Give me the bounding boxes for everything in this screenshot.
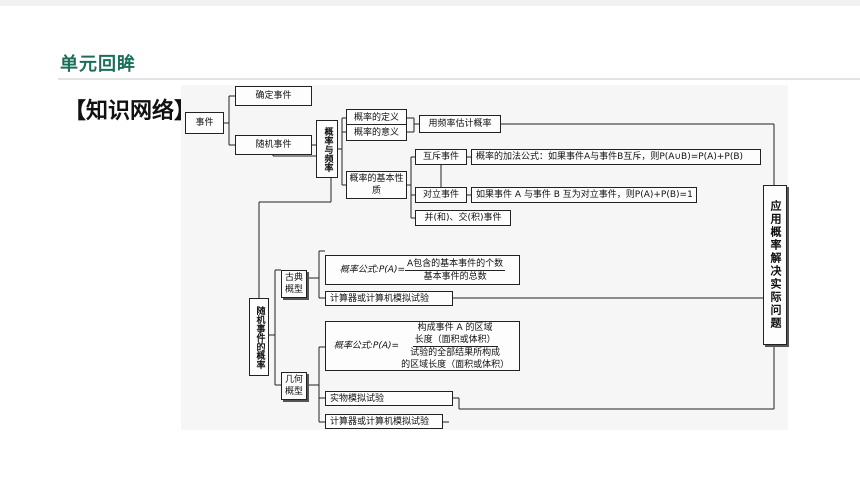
classical-formula-box: 概率公式:P(A)= A包含的基本事件的个数 基本事件的总数 (325, 255, 520, 285)
geometric-numerator-line-2: 长度（面积或体积） (414, 334, 496, 345)
mutually-exclusive-box: 互斥事件 (415, 149, 467, 165)
section-divider (58, 78, 860, 80)
physical-simulation-box: 实物模拟试验 (325, 391, 453, 406)
opposite-events-box: 对立事件 (415, 187, 467, 203)
geometric-fraction: 构成事件 A 的区域 长度（面积或体积） 试验的全部结果所构成 的区域长度（面积… (399, 322, 511, 371)
union-intersection-box: 并(和)、交(积)事件 (415, 210, 511, 226)
classical-numerator: A包含的基本事件的个数 (405, 258, 506, 271)
random-event-probability-label: 随机事件的概率 (254, 305, 265, 369)
apply-probability-label: 应用概率解决实际问题 (769, 200, 782, 330)
opposite-formula-box: 如果事件 A 与事件 B 互为对立事件，则P(A)+P(B)=1 (471, 187, 697, 203)
random-event-probability-box: 随机事件的概率 (249, 298, 269, 376)
addition-formula-box: 概率的加法公式：如果事件A与事件B互斥，则P(A∪B)=P(A)+P(B) (471, 149, 761, 165)
apply-probability-box: 应用概率解决实际问题 (763, 185, 787, 345)
geometric-formula-box: 概率公式:P(A)= 构成事件 A 的区域 长度（面积或体积） 试验的全部结果所… (325, 321, 520, 371)
freq-estimate-box: 用频率估计概率 (419, 115, 501, 133)
geometric-denominator-line-1: 试验的全部结果所构成 (410, 347, 501, 358)
geometric-numerator: 构成事件 A 的区域 长度（面积或体积） (412, 322, 498, 347)
geometric-numerator-line-1: 构成事件 A 的区域 (417, 322, 493, 333)
prob-meaning-box: 概率的意义 (346, 124, 407, 141)
geometric-denominator-line-2: 的区域长度（面积或体积） (401, 359, 510, 370)
computer-simulation-box-2: 计算器或计算机模拟试验 (325, 414, 443, 429)
section-title: 单元回眸 (60, 54, 136, 75)
geometric-formula-prefix: 概率公式:P(A)= (333, 341, 400, 351)
knowledge-network-diagram: 事件 确定事件 随机事件 概率与频率 概率的定义 概率的意义 用频率估计概率 概… (181, 85, 788, 430)
classical-denominator: 基本事件的总数 (423, 271, 487, 282)
geometric-model-box: 几何概型 (281, 372, 307, 400)
prob-frequency-label: 概率与频率 (322, 126, 333, 172)
certain-event-box: 确定事件 (235, 86, 312, 106)
prob-basic-properties-box: 概率的基本性质 (346, 171, 407, 199)
prob-frequency-box: 概率与频率 (316, 120, 338, 178)
computer-simulation-box-1: 计算器或计算机模拟试验 (325, 291, 453, 306)
classical-fraction: A包含的基本事件的个数 基本事件的总数 (405, 258, 506, 283)
random-event-box: 随机事件 (235, 135, 312, 155)
classical-model-box: 古典概型 (281, 270, 307, 298)
connector-lines (224, 95, 775, 423)
knowledge-network-title: 【知识网络】 (64, 99, 197, 124)
event-box: 事件 (185, 112, 224, 134)
geometric-denominator: 试验的全部结果所构成 的区域长度（面积或体积） (399, 347, 511, 371)
classical-formula-prefix: 概率公式:P(A)= (339, 265, 405, 275)
top-bar (0, 0, 860, 6)
